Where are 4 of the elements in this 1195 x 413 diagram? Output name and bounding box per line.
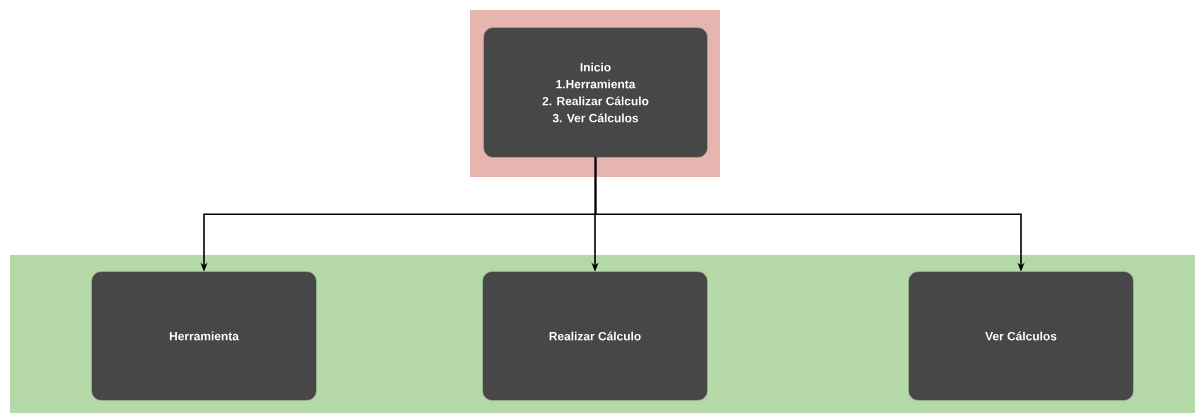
process-box: Inicio 1.Herramienta 2. Realizar Cálculo 3. Ver Cálculos	[483, 27, 708, 158]
process-box: Ver Cálculos	[908, 271, 1134, 401]
process-box: Realizar Cálculo	[482, 271, 708, 401]
process-box: Herramienta	[91, 271, 317, 401]
